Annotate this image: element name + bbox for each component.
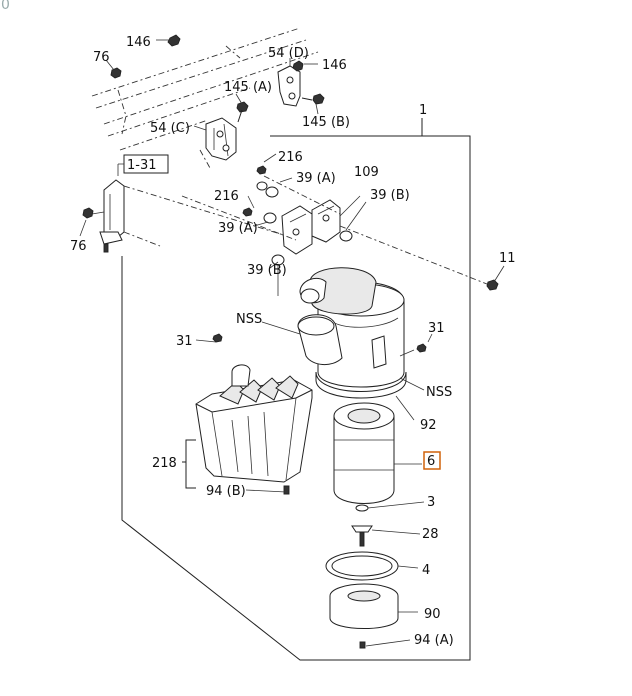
label-94b: 94 (B): [206, 484, 246, 499]
label-76-left: 76: [70, 239, 87, 254]
label-31-right: 31: [428, 321, 445, 336]
label-109: 109: [354, 165, 379, 180]
wingnut-28: [351, 525, 421, 547]
label-nss-top: NSS: [236, 312, 262, 327]
bolt-146-right: [292, 60, 304, 72]
label-216-left: 216: [214, 189, 239, 204]
label-39a-top: 39 (A): [296, 171, 336, 186]
label-39b-top: 39 (B): [370, 188, 410, 203]
label-54d: 54 (D): [268, 46, 309, 61]
label-145b: 145 (B): [302, 115, 350, 130]
label-1-31: 1-31: [127, 158, 157, 173]
bracket-54d: [277, 65, 301, 107]
axis-lines: [181, 153, 493, 296]
bolt-145b: [301, 93, 325, 105]
label-146-top: 146: [126, 35, 151, 50]
bolt-76-left: [79, 207, 105, 237]
bracket-1-31: [99, 179, 301, 253]
bolt-94a: [359, 639, 411, 649]
label-1: 1: [419, 103, 427, 118]
precleaner-218: [195, 364, 313, 495]
label-145a: 145 (A): [224, 80, 272, 95]
bracket-54c: [205, 117, 237, 161]
label-90: 90: [424, 607, 441, 622]
leaders-top: [105, 39, 319, 131]
leaders-lower: [182, 333, 433, 493]
label-4: 4: [422, 563, 430, 578]
corner-text: 0: [1, 0, 10, 13]
label-94a: 94 (A): [414, 633, 454, 648]
filter-element-6: [333, 402, 422, 504]
label-11: 11: [499, 251, 516, 266]
label-218: 218: [152, 456, 177, 471]
assembly-outline: [121, 118, 471, 661]
label-39b-lower: 39 (B): [247, 263, 287, 278]
gasket-4: [325, 551, 419, 581]
label-92: 92: [420, 418, 437, 433]
label-6: 6: [427, 454, 435, 469]
bracket-109: [281, 195, 361, 255]
air-cleaner-housing: [299, 267, 407, 399]
bolt-11: [486, 265, 505, 291]
bolt-145a: [236, 101, 249, 123]
label-146-right: 146: [322, 58, 347, 73]
bolt-146-top: [167, 34, 181, 47]
label-76-top: 76: [93, 50, 110, 65]
label-3: 3: [427, 495, 435, 510]
ref-box-1-31: [117, 154, 169, 176]
label-28: 28: [422, 527, 439, 542]
label-39a-left: 39 (A): [218, 221, 258, 236]
callout-labels: 146 76 54 (D) 146 145 (A) 145 (B) 54 (C)…: [70, 35, 516, 648]
frame-rails: [91, 27, 319, 169]
label-54c: 54 (C): [150, 121, 190, 136]
label-nss-right: NSS: [426, 385, 452, 400]
label-216-top: 216: [278, 150, 303, 165]
label-31-left: 31: [176, 334, 193, 349]
bolt-76-top: [110, 67, 122, 79]
intake-elbow: [261, 314, 343, 365]
washer-3: [355, 501, 425, 512]
dust-cup-90: [329, 583, 418, 629]
highlight-box-6: [423, 451, 441, 470]
